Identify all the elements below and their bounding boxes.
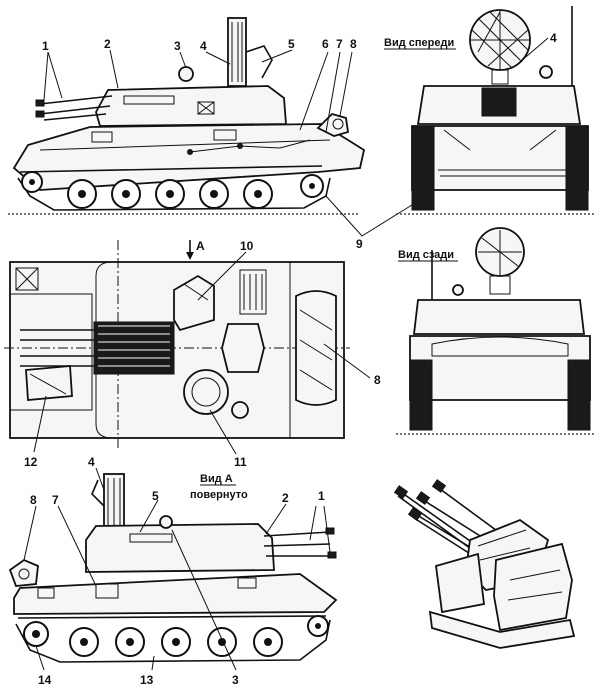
callout-11: 11 [234,455,247,469]
callout-2: 2 [104,37,111,51]
front-view-title: Вид спереди [384,37,454,49]
callout-10: 10 [240,239,254,253]
view-a-title: Вид А [200,473,233,485]
view-a-subtitle: повернуто [190,489,248,501]
callout-12: 12 [24,455,38,469]
callout-3-view-a: 3 [232,673,239,687]
plan-view: А 10 11 12 8 [4,239,381,469]
callout-2-view-a: 2 [282,491,289,505]
callout-4: 4 [200,39,207,53]
callout-14: 14 [38,673,52,687]
road-wheels-left [21,171,324,209]
side-view-left: 1 2 3 4 5 6 7 8 9 [8,17,421,251]
callout-1: 1 [42,39,49,53]
view-a-arrow-label: А [196,239,205,253]
callout-5-view-a: 5 [152,489,159,503]
callout-1-view-a: 1 [318,489,325,503]
callout-4-front: 4 [550,31,557,45]
callout-7-view-a: 7 [52,493,59,507]
callout-5: 5 [288,37,295,51]
callout-3: 3 [174,39,181,53]
callout-13: 13 [140,673,154,687]
rear-view: Вид сзади [396,227,596,435]
turret-gun-detail [393,479,576,649]
callout-6: 6 [322,37,329,51]
rear-view-title: Вид сзади [398,249,454,261]
callout-8-plan: 8 [374,373,381,387]
front-view: Вид спереди 4 [384,6,596,215]
callout-7: 7 [336,37,343,51]
callout-8-view-a: 8 [30,493,37,507]
view-a: Вид А повернуто [8,455,338,687]
road-wheels-right [23,615,329,657]
callout-4-view-a: 4 [88,455,95,469]
callout-8: 8 [350,37,357,51]
callout-9: 9 [356,237,363,251]
